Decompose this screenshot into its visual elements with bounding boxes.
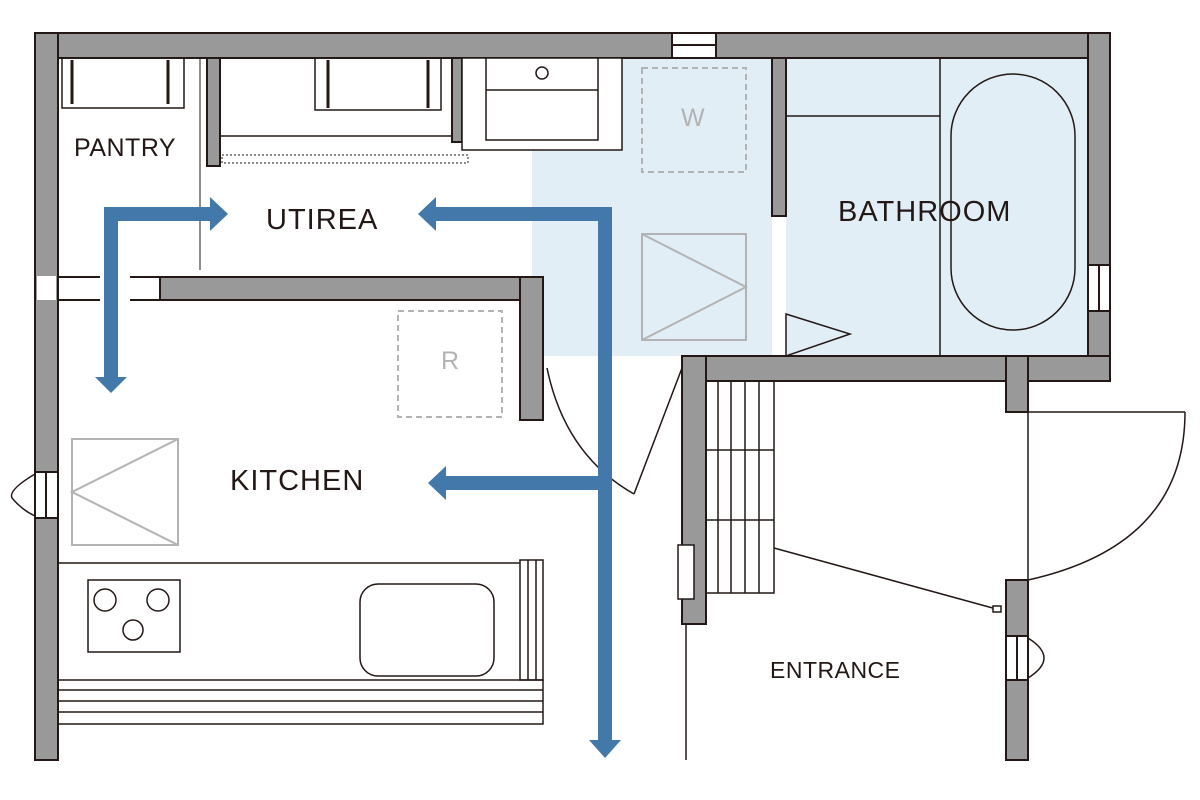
stove [87, 579, 181, 653]
wall-entrance-right-low [1005, 679, 1029, 761]
wall-right-upper [1087, 32, 1111, 382]
bathroom-fixtures [785, 58, 1076, 358]
arrow-kitchen-shaft [444, 476, 612, 490]
kitchen-storage-unit [69, 438, 179, 546]
arrow-left-vertical [104, 207, 118, 379]
arrow-left-head-kitchen [428, 466, 446, 500]
doors [10, 367, 1186, 679]
arrow-main-vertical [598, 207, 612, 744]
arrow-right-head-pantry [210, 197, 228, 231]
circulation-arrows [95, 197, 621, 758]
entrance-window-swing [1027, 637, 1045, 679]
arrow-pantry-shaft [104, 207, 214, 221]
wall-entrance-right-mid [1005, 579, 1029, 637]
windows [34, 32, 1111, 681]
utility-storage-unit [641, 233, 749, 341]
pantry-shelves [61, 57, 469, 270]
wall-utility-bath [771, 57, 787, 217]
stairs [677, 380, 775, 760]
kitchen-counter [57, 559, 544, 725]
kitchen-sink [359, 583, 495, 677]
kitchen-door-swing [546, 367, 635, 495]
arrow-top-shaft [435, 207, 612, 221]
wall-left [34, 32, 59, 761]
wall-stub [451, 57, 463, 143]
sliding-door [773, 547, 1001, 611]
refrigerator [397, 310, 503, 418]
bathtub [950, 73, 1076, 331]
walls [34, 32, 1111, 761]
entrance-door-swing [1027, 411, 1186, 581]
arrow-down-head-left [95, 377, 127, 393]
wall-bath-bottom [681, 355, 1111, 382]
left-wall-opening [37, 276, 160, 301]
arrow-down-head [589, 740, 621, 758]
arrow-left-head-top [418, 197, 436, 231]
washer [641, 67, 747, 173]
left-window-swing [10, 473, 36, 517]
wall-top [34, 32, 1111, 59]
wall-kitchen-horizontal [159, 276, 544, 301]
wall-kitchen-vertical [519, 276, 544, 421]
wall-pantry-divider [206, 57, 221, 167]
wall-entrance-right-top [1005, 355, 1029, 413]
utility-sink [461, 57, 623, 151]
wet-area-tint [532, 58, 1088, 356]
